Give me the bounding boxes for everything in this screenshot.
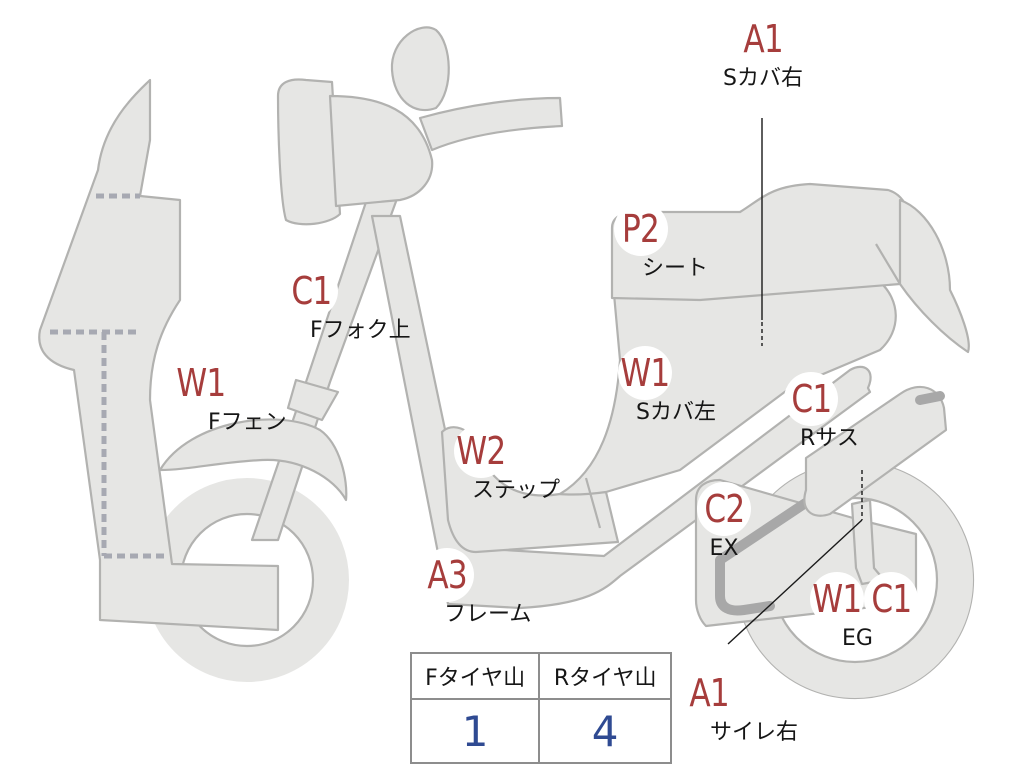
exhaust-pipe (715, 495, 815, 616)
grade-text: C2 (704, 487, 745, 531)
marker-exhaust: C2 EX (694, 482, 754, 561)
grade-badge: W1 (174, 356, 228, 410)
tire-tread-table: Fタイヤ山 Rタイヤ山 1 4 (409, 652, 672, 764)
part-label: フレーム (444, 602, 532, 627)
marker-rear-suspension: C1 Rサス (780, 372, 870, 451)
front-tire-header: Fタイヤ山 (409, 652, 541, 700)
grade-badge: A1 (682, 666, 736, 720)
rear-tire-header: Rタイヤ山 (538, 652, 672, 700)
grade-badge: C2 (697, 482, 751, 536)
grade-text: W1 (176, 361, 227, 405)
grade-text: P2 (622, 207, 661, 251)
marker-sabakari-left: W1 Sカバ左 (614, 346, 734, 425)
grade-badge: W2 (454, 424, 508, 478)
rear-tire-value: 4 (538, 698, 672, 764)
grade-text: A3 (427, 553, 467, 597)
mirror (390, 26, 450, 111)
grade-badge: A3 (420, 548, 474, 602)
part-label: シート (642, 256, 709, 281)
marker-step: W2 ステップ (450, 424, 580, 503)
part-label: サイレ右 (710, 720, 799, 745)
marker-front-fork-upper: C1 Fフォク上 (282, 264, 422, 343)
frame-tube (370, 214, 872, 610)
grade-text: W2 (456, 429, 507, 473)
fork-clamp (286, 378, 340, 422)
seat-seam (875, 243, 901, 285)
grade-text: C1 (871, 577, 912, 621)
grade-badge: P2 (614, 202, 668, 256)
grade-text: A1 (689, 671, 729, 715)
handlebar-cover (328, 94, 434, 208)
marker-seat: P2 シート (604, 202, 734, 281)
grade-text: C1 (791, 377, 832, 421)
grade-text: W1 (620, 351, 671, 395)
front-fender-shape (158, 418, 348, 502)
part-label: Fフェン (208, 410, 287, 435)
grade-badge: A1 (736, 12, 790, 66)
leader-lines (727, 118, 863, 645)
body-panel (558, 280, 897, 496)
part-label: Rサス (800, 426, 859, 451)
grade-text: A1 (743, 17, 783, 61)
shield-seam (50, 193, 168, 559)
part-label: Sカバ右 (723, 66, 803, 91)
panel-seam (584, 477, 602, 529)
grade-badge: C1 (284, 264, 338, 318)
grade-badge: W1 (618, 346, 672, 400)
marker-front-fender: W1 Fフェン (170, 356, 300, 435)
marker-sabakari-right: A1 Sカバ右 (700, 12, 826, 91)
part-label: EG (842, 626, 873, 651)
marker-engine: W1 C1 EG (808, 572, 920, 651)
grade-badge: C1 (784, 372, 838, 426)
front-leg-shield (38, 78, 280, 632)
grade-badge: W1 (810, 572, 864, 626)
shock-rod (915, 391, 945, 405)
tail-cowl (898, 198, 970, 354)
marker-silencer-right: A1 サイレ右 (678, 666, 808, 745)
marker-frame: A3 フレーム (418, 548, 548, 627)
tire-table-value-row: 1 4 (409, 698, 672, 764)
rear-shock (803, 385, 948, 517)
front-tire-value: 1 (409, 698, 541, 764)
grade-text: C1 (291, 269, 332, 313)
grade-text: W1 (812, 577, 863, 621)
part-label: EX (709, 536, 739, 561)
headlight (276, 78, 342, 226)
part-label: ステップ (472, 478, 561, 503)
tire-table-header-row: Fタイヤ山 Rタイヤ山 (409, 652, 672, 700)
part-label: Sカバ左 (636, 400, 716, 425)
grade-badge: C1 (864, 572, 918, 626)
handlebar (418, 96, 564, 152)
part-label: Fフォク上 (310, 318, 411, 343)
